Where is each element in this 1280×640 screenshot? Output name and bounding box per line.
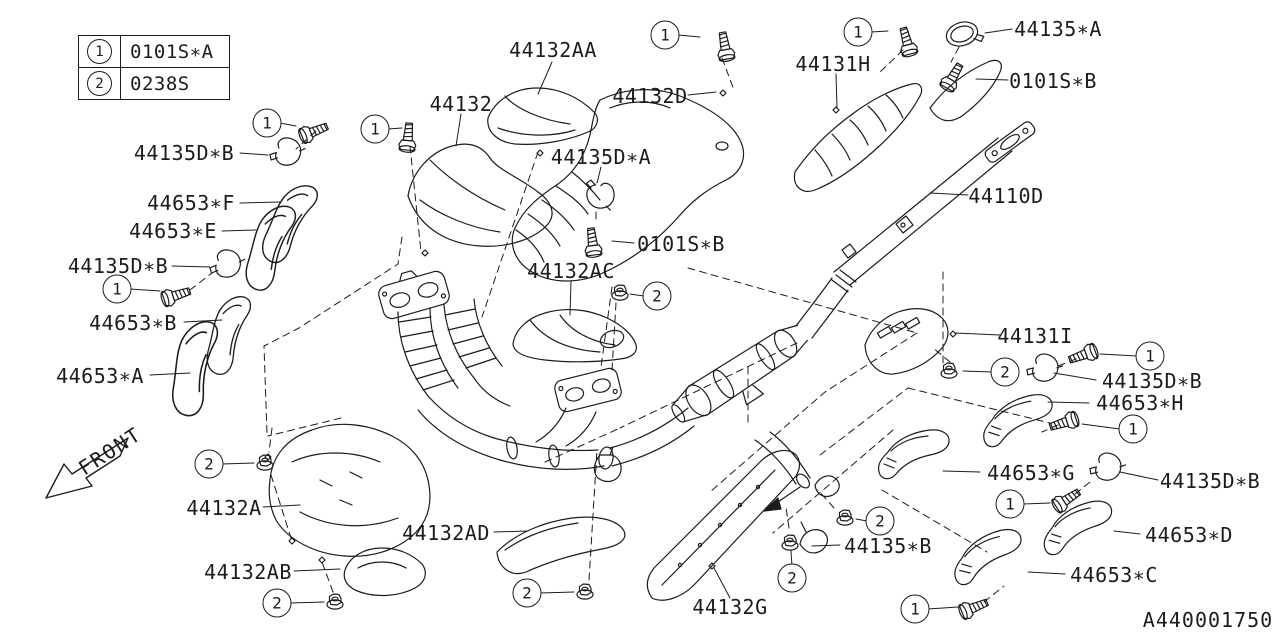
part-label-44653f: 44653∗F [147,191,235,215]
heat-shield-drawings [169,59,1117,601]
part-label-44653e: 44653∗E [129,219,217,243]
callout-bolt: 1 [650,20,680,50]
callout-nut: 2 [990,357,1020,387]
callout-nut: 2 [262,588,292,618]
callout-bolt: 1 [900,594,930,624]
callout-bolt: 1 [1118,414,1148,444]
construction-lines [189,46,1091,603]
part-label-44132g: 44132G [692,595,768,619]
part-label-44132aa: 44132AA [509,38,597,62]
part-label-44132ad: 44132AD [402,521,490,545]
callout-bolt: 1 [102,274,132,304]
part-label-44653c: 44653∗C [1070,563,1158,587]
part-label-44653b: 44653∗B [89,311,177,335]
part-label-44132a: 44132A [186,496,262,520]
front-direction-arrow [45,437,129,499]
part-label-44110d: 44110D [968,184,1044,208]
callout-bolt: 1 [252,108,282,138]
part-label-44131h: 44131H [795,52,871,76]
callout-bolt: 1 [360,114,390,144]
legend-row: 1 0101S∗A [79,36,229,67]
part-label-44135a: 44135∗A [1014,17,1102,41]
part-label-0101sb-1: 0101S∗B [1009,69,1097,93]
callout-nut: 2 [194,449,224,479]
legend-code-1: 0101S∗A [130,40,214,63]
part-label-44653a: 44653∗A [56,364,144,388]
legend-code-2: 0238S [130,72,190,95]
callout-bolt: 1 [995,489,1025,519]
callout-bolt: 1 [1135,341,1165,371]
front-pipe-assembly-drawing [378,270,695,483]
leader-lines [129,28,1159,610]
callout-nut: 2 [777,563,807,593]
part-label-44132d: 44132D [612,84,688,108]
part-label-44135db-4: 44135D∗B [1159,469,1261,493]
part-label-44132ac: 44132AC [527,259,615,283]
drawing-number: A440001750 [1142,608,1274,632]
legend-callout-1: 1 [87,39,112,64]
part-label-44132ab: 44132AB [204,560,292,584]
callout-nut: 2 [642,281,672,311]
fastener-drawings [158,21,1128,622]
part-label-44135db-2: 44135D∗B [67,254,169,278]
callout-nut: 2 [512,578,542,608]
part-label-44131i: 44131I [997,324,1073,348]
center-exhaust-pipe-drawing [671,121,1036,554]
part-label-0101sb-2: 0101S∗B [637,232,725,256]
part-label-44653g: 44653∗G [987,461,1075,485]
part-label-44135da: 44135D∗A [550,145,652,169]
callout-nut: 2 [865,506,895,536]
part-label-44135db-3: 44135D∗B [1101,369,1203,393]
part-label-44132: 44132 [429,92,493,116]
legend-row: 2 0238S [79,67,229,99]
part-label-44653d: 44653∗D [1145,523,1233,547]
callout-bolt: 1 [843,17,873,47]
legend-table: 1 0101S∗A 2 0238S [78,35,230,100]
part-label-44135b: 44135∗B [844,534,932,558]
part-label-44653h: 44653∗H [1096,391,1184,415]
part-label-44135db-1: 44135D∗B [133,141,235,165]
legend-callout-2: 2 [87,71,112,96]
